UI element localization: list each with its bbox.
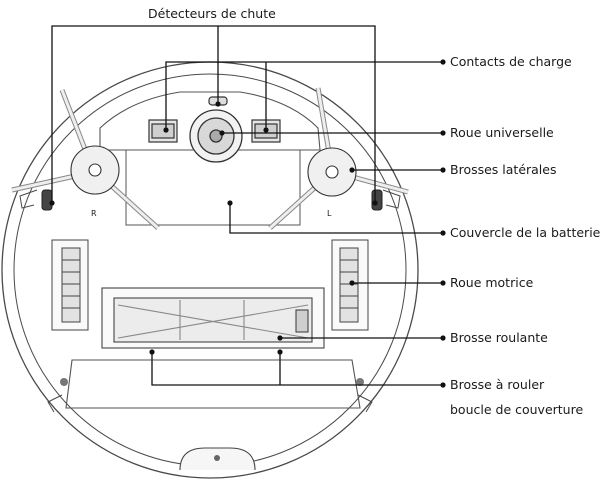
screws xyxy=(60,378,364,386)
side-brush-left xyxy=(268,87,409,230)
label-roller-brush: Brosse roulante xyxy=(450,330,548,345)
leader-lines xyxy=(51,25,443,386)
drive-wheel-right-side xyxy=(331,239,369,331)
label-charging-contacts: Contacts de charge xyxy=(450,54,572,69)
label-drive-wheel: Roue motrice xyxy=(450,275,534,290)
label-cliff-sensors: Détecteurs de chute xyxy=(148,6,276,21)
leader-endpoints xyxy=(49,59,446,388)
marking-r: R xyxy=(91,209,97,218)
roller-brush-assembly xyxy=(101,287,325,349)
label-battery-cover: Couvercle de la batterie xyxy=(450,225,601,240)
marking-l: L xyxy=(327,209,332,218)
universal-wheel xyxy=(189,109,243,163)
drive-wheel-left-side xyxy=(51,239,89,331)
top-plate xyxy=(99,91,321,226)
front-tab-dot xyxy=(214,455,220,461)
label-side-brushes: Brosses latérales xyxy=(450,162,557,177)
side-brush-right xyxy=(11,89,160,230)
label-roller-cover-line1: Brosse à rouler xyxy=(450,377,545,392)
label-universal-wheel: Roue universelle xyxy=(450,125,554,140)
roller-cover-frame xyxy=(65,359,361,409)
label-roller-cover-line2: boucle de couverture xyxy=(450,402,583,417)
